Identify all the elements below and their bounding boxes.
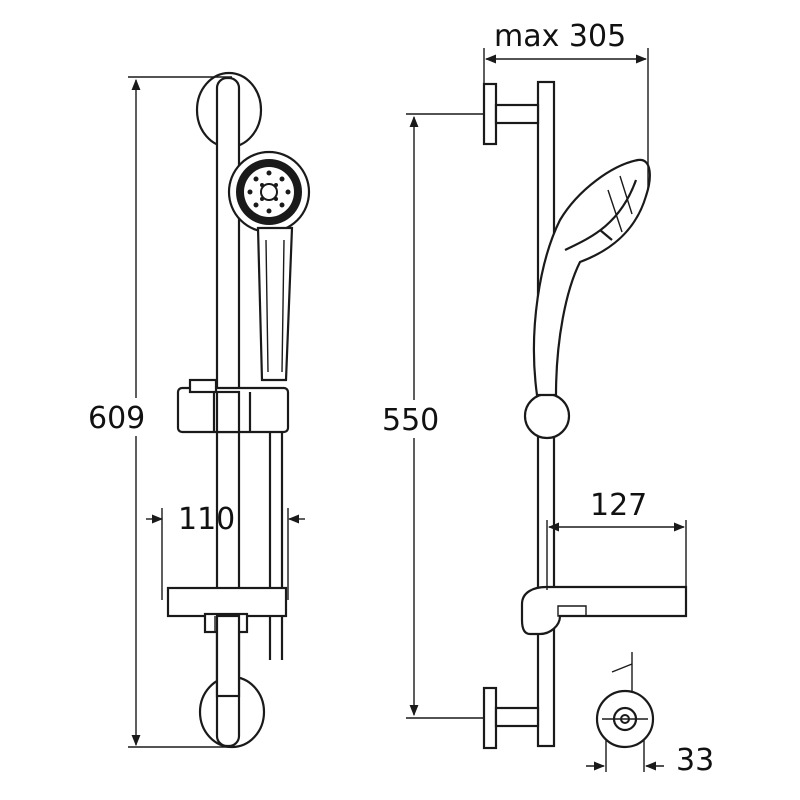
front-shower-head: [227, 150, 311, 234]
bracket-detail: [586, 652, 664, 772]
dim-label-soap-dish-depth: 127: [590, 488, 647, 523]
dim-label-total-height: 609: [88, 401, 145, 436]
front-hose: [268, 420, 284, 660]
side-slider-knob: [523, 392, 571, 440]
dim-label-projection-max: max 305: [494, 19, 626, 54]
side-shower-head: [532, 158, 651, 397]
side-bottom-bracket: [482, 686, 540, 750]
front-view: 609 110: [84, 71, 311, 749]
side-soap-dish: [520, 585, 688, 636]
front-slider-holder: [176, 378, 290, 434]
side-top-bracket: [482, 82, 540, 146]
dim-label-bracket-diameter: 33: [676, 743, 714, 778]
dim-label-slider-width: 110: [178, 502, 235, 537]
side-view: max 305 550 127 33: [378, 19, 714, 778]
front-shower-handle: [256, 226, 294, 382]
dim-label-rail-spacing: 550: [382, 403, 439, 438]
